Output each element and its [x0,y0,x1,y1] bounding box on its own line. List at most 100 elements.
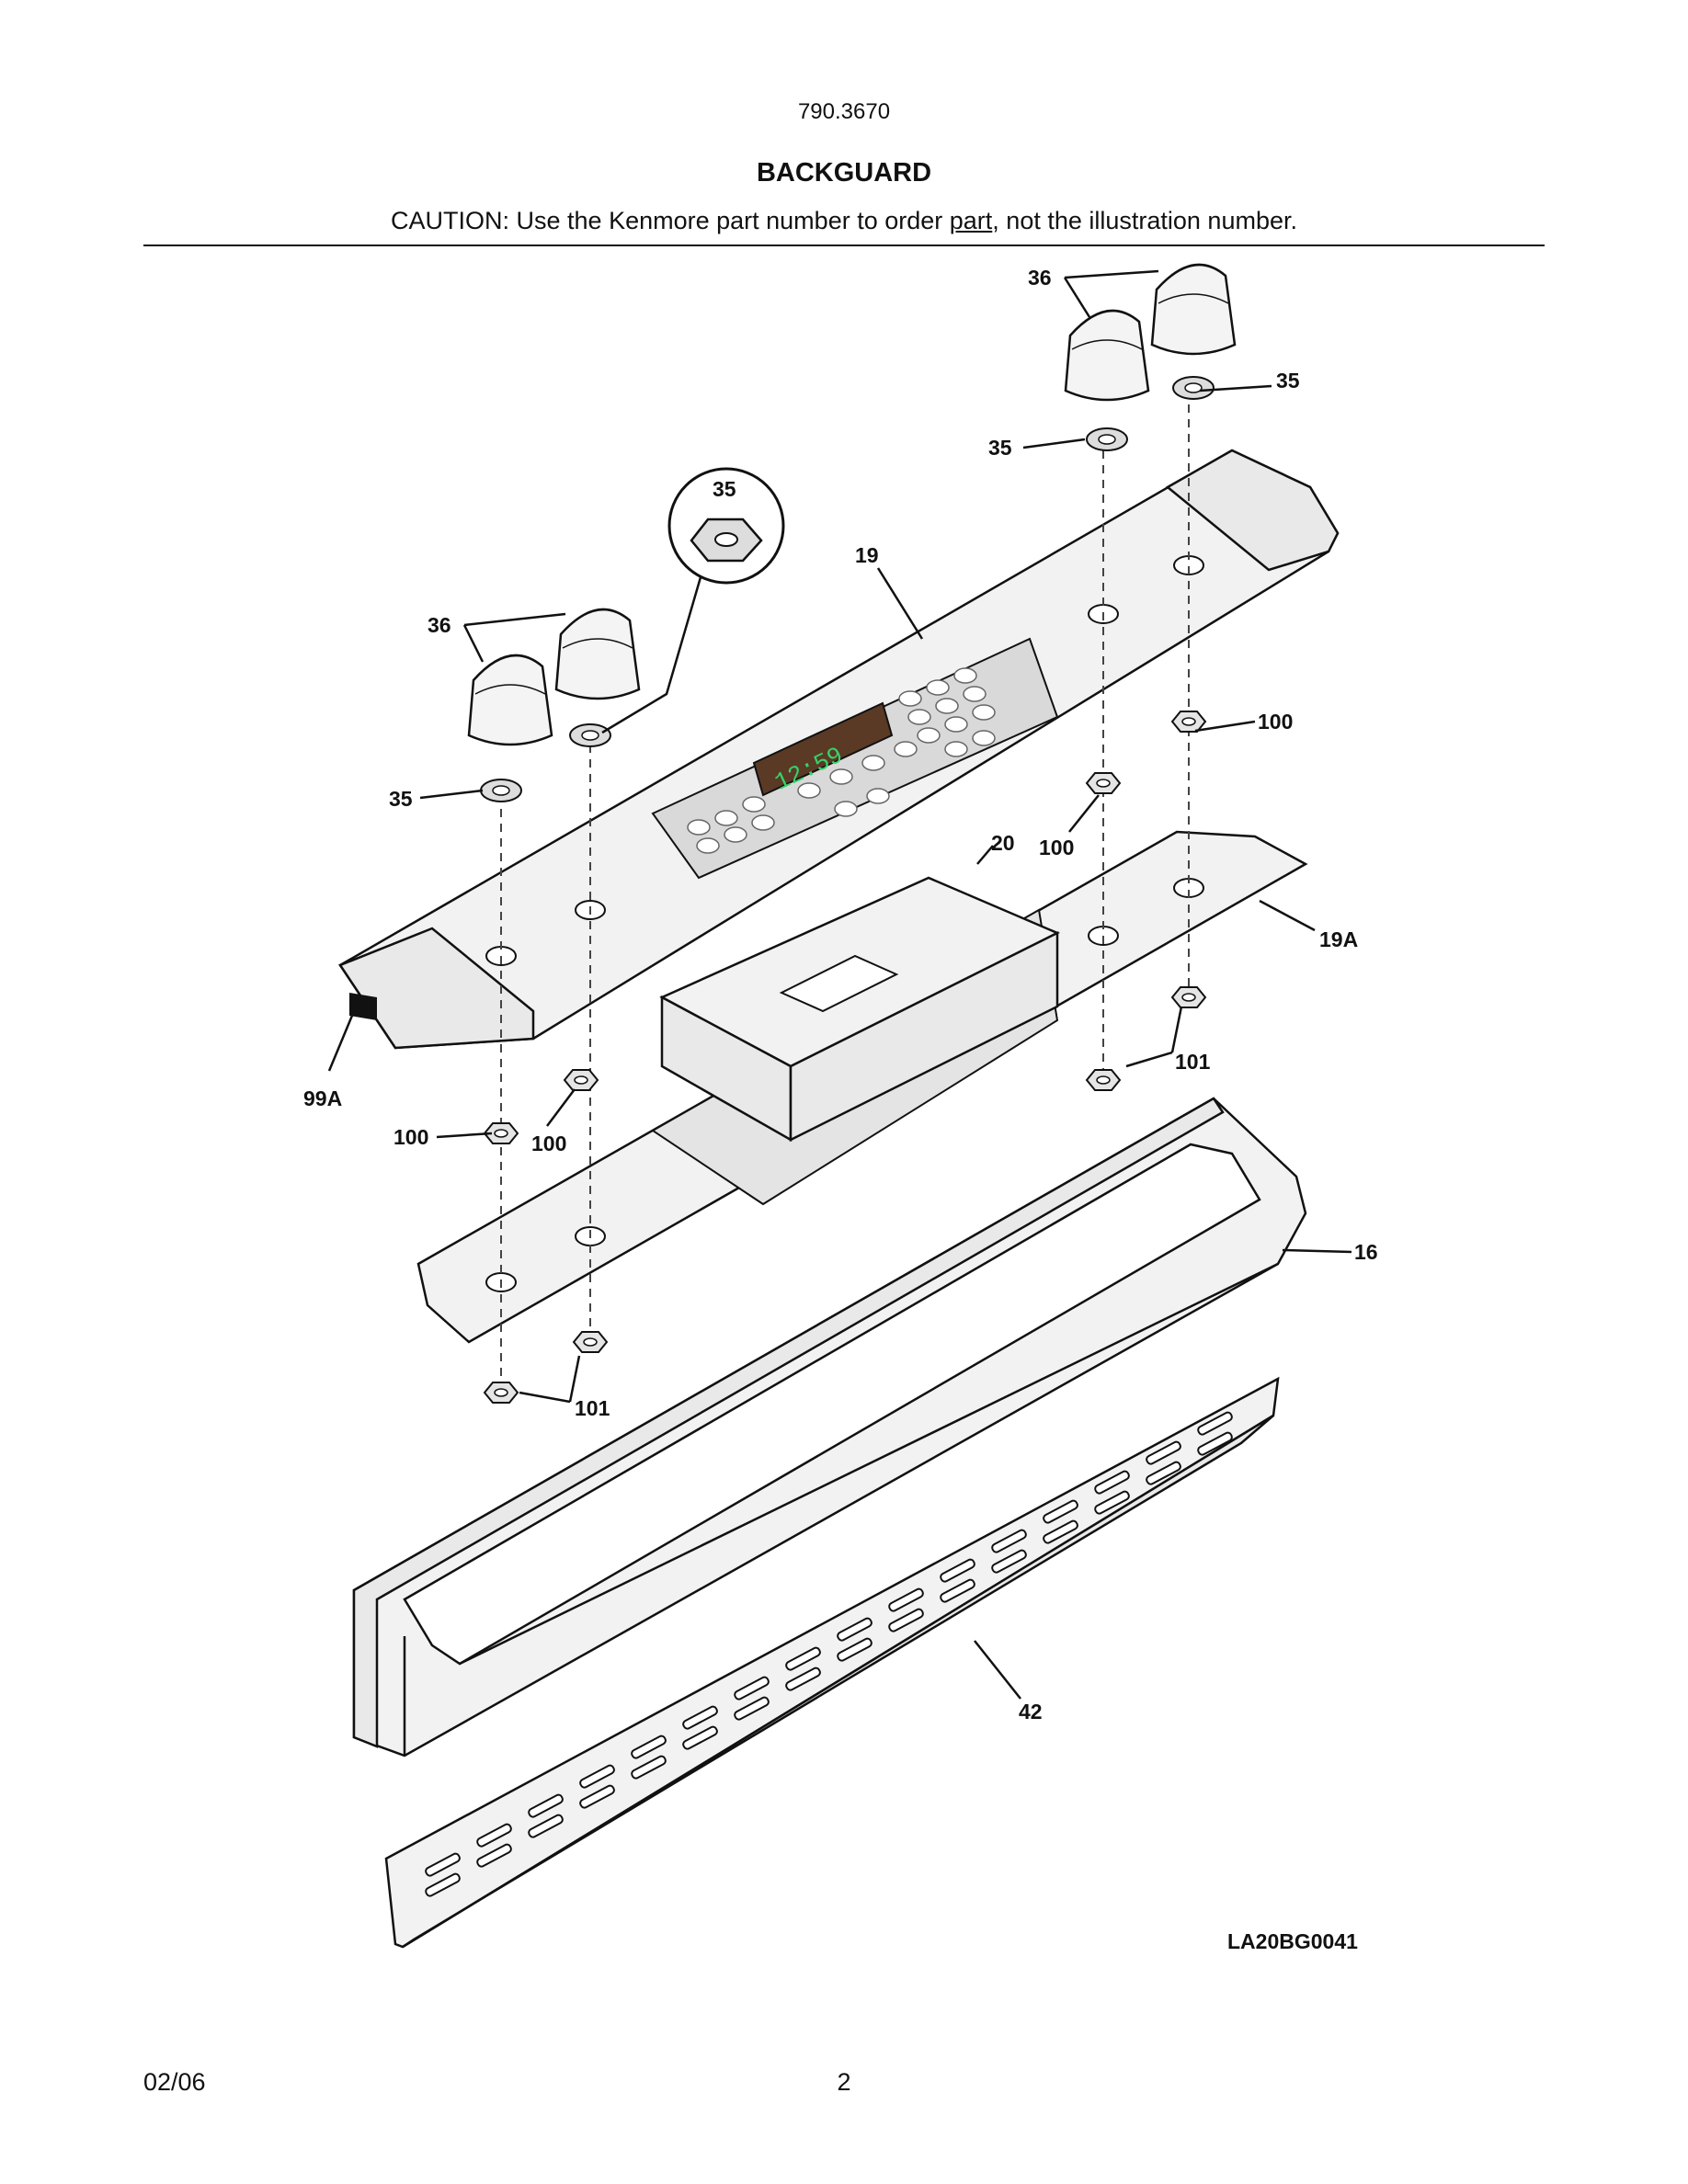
keypad-button [972,730,996,746]
vent-slot [837,1637,873,1662]
knob-grip-line [1071,339,1143,350]
part-35-bezels [480,376,1215,802]
vent-slot [1043,1499,1078,1524]
keypad-button [714,810,738,826]
callout-19A: 19A [1319,927,1358,951]
vent-slot [476,1843,512,1868]
hex-nut [483,1382,519,1404]
vent-slot [785,1646,821,1671]
callout-36-top: 36 [1028,266,1052,290]
bezel-hole [581,730,599,741]
callout-35-left: 35 [389,787,413,811]
nut-hole [1181,993,1196,1002]
nut-hole [1181,717,1196,726]
vent-slot [888,1608,924,1632]
keypad-button [866,788,890,804]
bezel-35 [480,779,522,802]
part-42-vent-grille [384,1376,1280,1949]
alignment-lines [500,404,1190,1397]
vent-slot [579,1784,615,1809]
keypad-button [898,690,922,707]
vent-slot [734,1676,770,1701]
callout-35-top-right: 35 [1276,369,1300,392]
vent-slot [631,1755,667,1780]
vent-slot [991,1549,1027,1574]
nut-hole [494,1388,508,1397]
leader-lines [327,269,1352,1700]
callout-35-detail: 35 [713,477,736,501]
callout-36-left: 36 [428,613,451,637]
keypad-button [834,801,858,817]
keypad-button [972,704,996,721]
callout-42: 42 [1019,1700,1043,1723]
keypad-button [944,716,968,733]
hex-nut [1085,1069,1122,1091]
keypad-button [917,727,941,744]
vent-slot [425,1852,461,1877]
nut-hole [574,1075,588,1085]
keypad-button [696,837,720,854]
vent-slot [940,1578,975,1603]
vent-slot [579,1764,615,1789]
vent-slot [888,1587,924,1612]
part-100-101-nuts [483,711,1207,1404]
knob-grip-line [474,684,546,695]
vent-slot [940,1558,975,1583]
keypad-button [926,679,950,696]
vent-slot [682,1705,718,1730]
bezel-hole [1098,434,1116,445]
vent-slot [682,1725,718,1750]
callout-19: 19 [855,543,879,567]
keypad-button [963,686,987,702]
vent-slot [1094,1470,1130,1495]
keypad-button [687,819,711,836]
callout-20: 20 [991,831,1015,855]
vent-slot [1146,1461,1181,1485]
hex-nut [572,1331,609,1353]
model-number: 790.3670 [797,99,891,124]
bezel-hole [492,785,510,796]
keypad-button [742,796,766,813]
callout-100-left-2: 100 [531,1132,566,1155]
nut-hole [1096,779,1111,788]
knob-36 [554,608,641,700]
page-title: BACKGUARD [756,158,932,188]
keypad-button [724,826,747,843]
vent-slot [991,1529,1027,1553]
page-number: 2 [837,2068,851,2096]
keypad-button [797,782,821,799]
control-keypad [687,667,996,854]
keypad-button [944,741,968,757]
hex-nut [1170,711,1207,733]
vent-slot [1146,1440,1181,1465]
knob-grip-line [1158,293,1229,304]
knob-grip-line [562,638,633,649]
knob-36 [1150,263,1237,356]
vent-slot [425,1872,461,1897]
bezel-hole [1184,382,1203,393]
part-20-control-board [659,876,1060,1143]
hex-nut [563,1069,599,1091]
callout-100-mid: 100 [1039,836,1074,859]
callout-35-mid-right: 35 [988,436,1012,460]
caution-note: CAUTION: Use the Kenmore part number to … [0,207,1688,235]
vent-slot [785,1666,821,1691]
vent-slot [1197,1411,1233,1436]
vent-slot [1197,1431,1233,1456]
keypad-button [935,698,959,714]
bezel-35 [569,723,611,747]
callout-16: 16 [1354,1240,1378,1264]
caution-part-link[interactable]: part [949,207,993,234]
bezel-35 [1172,376,1215,400]
part-36-knobs [467,263,1237,746]
knob-body [1150,263,1237,356]
vent-slot [528,1793,564,1818]
keypad-button [861,755,885,771]
vent-slot [837,1617,873,1642]
callout-101-left: 101 [575,1396,610,1420]
keypad-button [894,741,918,757]
caution-text-end: , not the illustration number. [992,207,1297,234]
hex-nut [483,1122,519,1144]
knob-body [467,654,553,746]
